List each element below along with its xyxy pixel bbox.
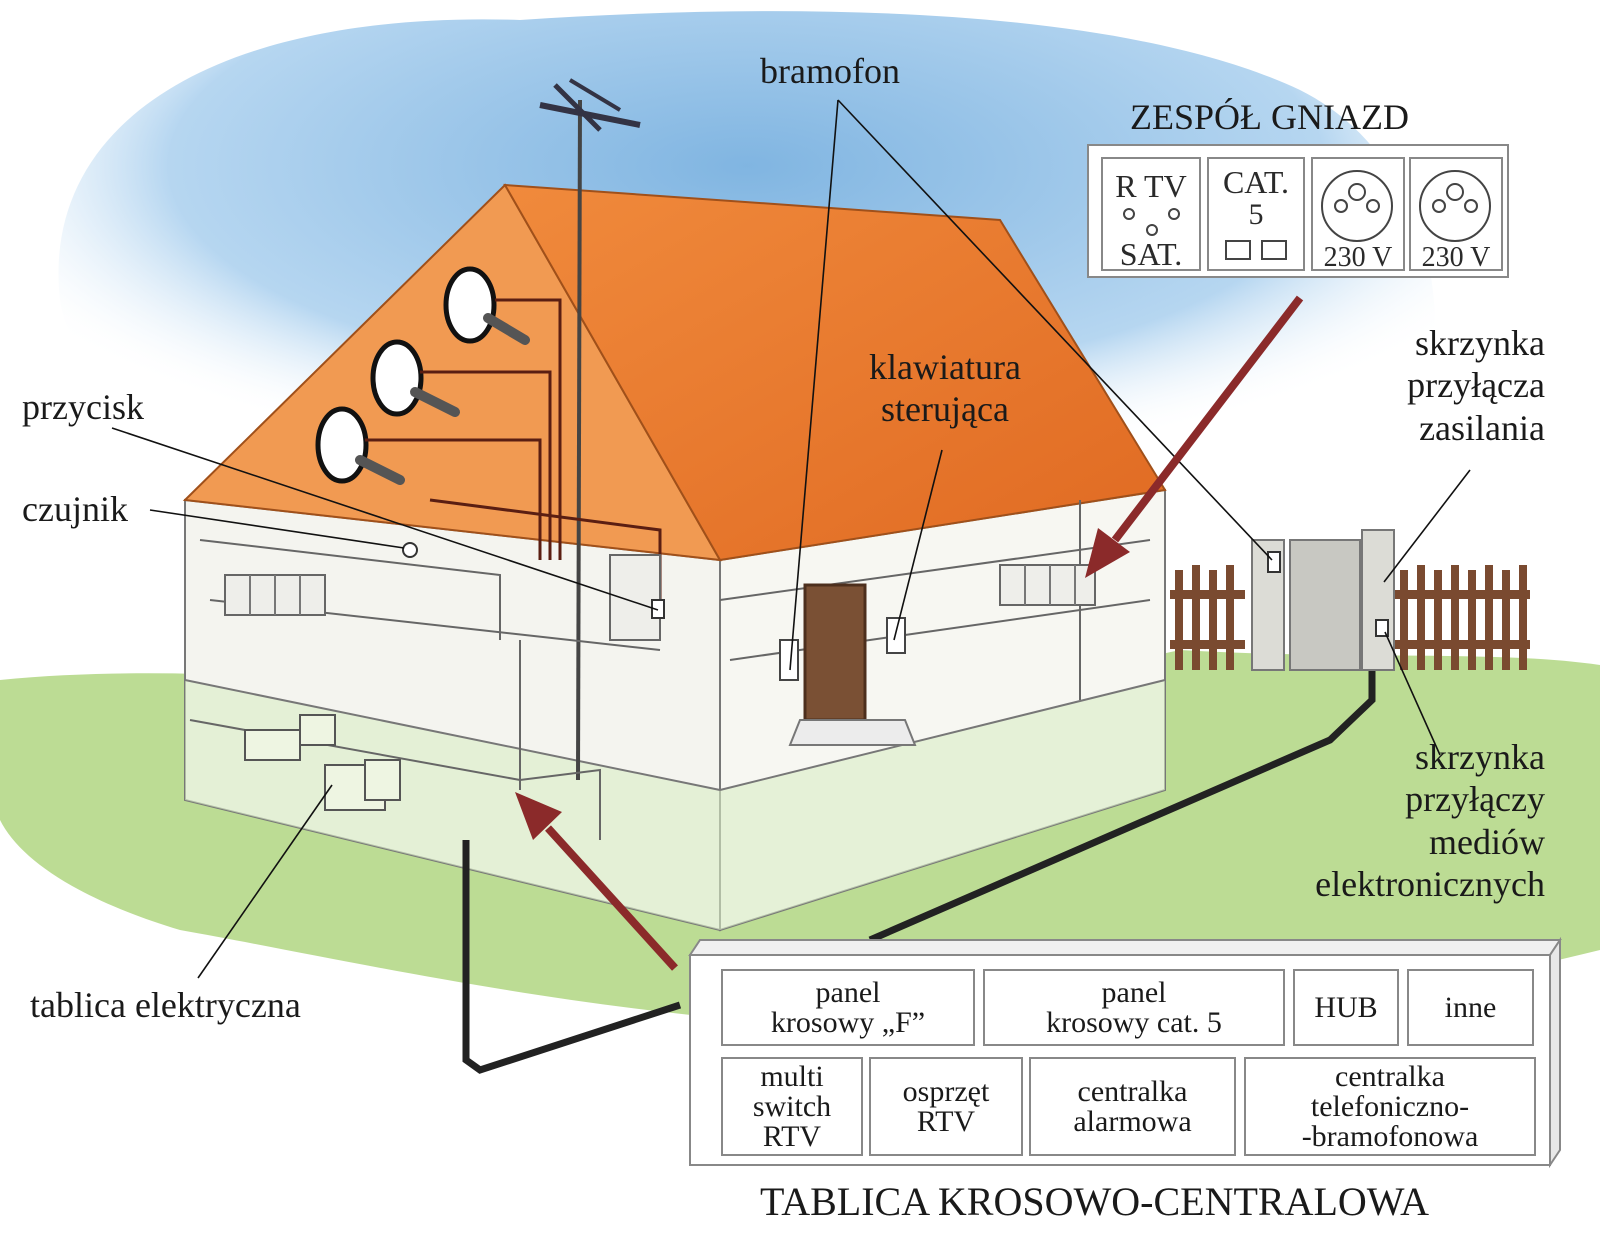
- label-mediow-line-3: mediów: [1429, 821, 1545, 862]
- label-klawiatura-sterujaca: klawiatura sterująca: [840, 346, 1050, 431]
- cell-text: centralka: [1335, 1059, 1445, 1093]
- roof-side: [503, 183, 1167, 562]
- cell-text: alarmowa: [1073, 1104, 1192, 1138]
- socket-panel-box: [1087, 144, 1509, 278]
- label-tablica-elektryczna: tablica elektryczna: [30, 985, 301, 1025]
- cell-text: -bramofonowa: [1301, 1119, 1479, 1153]
- label-zasilania-line-1: skrzynka: [1415, 323, 1545, 363]
- cell-text: RTV: [762, 1119, 822, 1153]
- label-klawiatura-line-1: klawiatura: [869, 347, 1021, 387]
- label-zasilania-line-2: przyłącza: [1407, 365, 1545, 406]
- label-klawiatura-line-2: sterująca: [881, 389, 1009, 430]
- label-skrzynka-zasilania: skrzynka przyłącza zasilania: [1330, 322, 1545, 449]
- cell-text: krosowy „F”: [770, 1005, 926, 1039]
- label-przycisk: przycisk: [22, 387, 144, 427]
- basement: [185, 680, 1165, 930]
- cell-text: krosowy cat. 5: [1046, 1005, 1222, 1039]
- cell-hub: HUB: [1294, 970, 1398, 1045]
- socket-cat-number: 5: [1248, 198, 1264, 231]
- label-bramofon: bramofon: [760, 51, 900, 91]
- label-czujnik: czujnik: [22, 489, 128, 529]
- label-tablica-krosowo-centralowa: TABLICA KROSOWO-CENTRALOWA: [760, 1179, 1429, 1224]
- front-door: [803, 583, 867, 722]
- cell-text: centralka: [1077, 1074, 1188, 1108]
- label-mediow-line-2: przyłączy: [1405, 779, 1545, 820]
- socket-230v-1: 230 V: [1323, 242, 1393, 273]
- cell-text: osprzęt: [902, 1074, 990, 1108]
- cell-text: HUB: [1314, 990, 1378, 1024]
- cell-text: panel: [1101, 975, 1167, 1009]
- cell-text: inne: [1444, 990, 1497, 1024]
- label-mediow-line-4: elektronicznych: [1315, 864, 1545, 905]
- cell-text: multi: [760, 1059, 824, 1093]
- cell-inne: inne: [1408, 970, 1533, 1045]
- cell-text: telefoniczno-: [1310, 1089, 1470, 1123]
- label-mediow-line-1: skrzynka: [1415, 737, 1545, 777]
- label-zasilania-line-3: zasilania: [1419, 407, 1545, 448]
- socket-rtv-label: R TV: [1115, 168, 1187, 204]
- label-skrzynka-mediow: skrzynka przyłączy mediów elektronicznyc…: [1240, 736, 1545, 906]
- fence: [1170, 565, 1530, 670]
- patch-panel-box: [688, 936, 1562, 1169]
- socket-cat-label: CAT.: [1222, 164, 1290, 200]
- cell-text: RTV: [916, 1104, 976, 1138]
- label-zespol-gniazd: ZESPÓŁ GNIAZD: [1130, 97, 1409, 137]
- socket-230v-2: 230 V: [1421, 242, 1491, 273]
- underground-cable: [462, 670, 1376, 1074]
- cell-text: panel: [815, 975, 881, 1009]
- cell-text: switch: [752, 1089, 832, 1123]
- satellite-dishes: [315, 266, 497, 484]
- socket-sat-label: SAT.: [1119, 236, 1183, 272]
